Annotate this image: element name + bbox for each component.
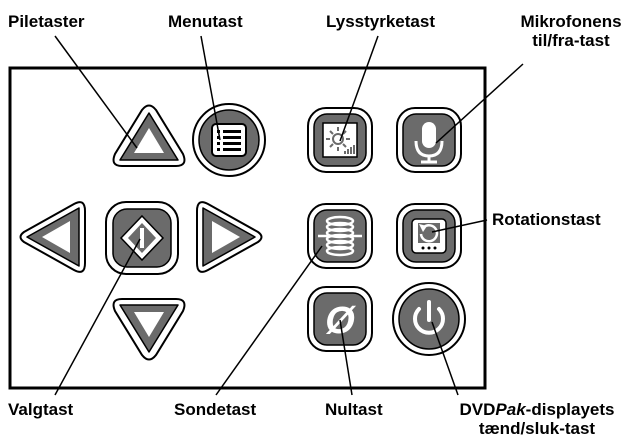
leader-nultast xyxy=(339,319,353,396)
coil-icon xyxy=(318,215,362,257)
label-mikrofonens-til-fra-tast: Mikrofonens til/fra-tast xyxy=(510,12,632,50)
menu-key[interactable] xyxy=(192,103,266,177)
label-nultast: Nultast xyxy=(325,400,383,419)
right-arrow-icon xyxy=(212,221,240,253)
microphone-icon xyxy=(414,122,444,164)
select-key[interactable] xyxy=(105,201,179,275)
down-arrow-key[interactable] xyxy=(112,298,186,361)
power-key[interactable] xyxy=(392,282,466,356)
zero-key[interactable]: Ø xyxy=(307,286,373,352)
select-diamond-icon xyxy=(119,214,165,262)
rotate-icon xyxy=(411,218,447,254)
label-dvd-suffix: -displayets xyxy=(525,400,615,419)
label-valgtast: Valgtast xyxy=(8,400,74,419)
menu-list-icon xyxy=(211,123,247,157)
label-sondetast: Sondetast xyxy=(174,400,257,419)
label-mikrofon-line2: til/fra-tast xyxy=(532,31,610,50)
leader-mikrofon xyxy=(435,63,524,144)
leader-sondetast xyxy=(215,245,323,396)
label-piletaster: Piletaster xyxy=(8,12,85,31)
left-arrow-key[interactable] xyxy=(19,201,86,273)
right-arrow-key[interactable] xyxy=(196,201,263,273)
leader-valgtast xyxy=(54,238,141,396)
rotation-key[interactable] xyxy=(396,203,462,269)
left-arrow-icon xyxy=(42,221,70,253)
up-arrow-icon xyxy=(134,128,164,153)
leader-menutast xyxy=(200,35,221,141)
label-lysstyrketast: Lysstyrketast xyxy=(326,12,435,31)
leader-rotationstast xyxy=(431,219,488,233)
leader-dvdpak xyxy=(431,321,459,396)
leader-lines xyxy=(54,35,524,396)
leader-piletaster xyxy=(54,35,138,149)
label-rotationstast: Rotationstast xyxy=(492,210,601,229)
up-arrow-key[interactable] xyxy=(112,104,186,167)
down-arrow-icon xyxy=(134,312,164,337)
signal-bars-icon xyxy=(344,145,355,154)
microphone-key[interactable] xyxy=(396,107,462,173)
label-mikrofon-line1: Mikrofonens xyxy=(520,12,622,31)
label-dvdpak-line1: DVDPak-displayets xyxy=(438,400,636,419)
label-pak-italic: Pak xyxy=(495,400,526,419)
power-icon xyxy=(413,300,445,335)
label-dvdpak-taend-sluk-tast: DVDPak-displayets tænd/sluk-tast xyxy=(438,400,636,438)
label-dvdpak-line2: tænd/sluk-tast xyxy=(478,419,596,438)
label-menutast: Menutast xyxy=(168,12,243,31)
label-dvd-prefix: DVD xyxy=(459,400,496,419)
sonde-key[interactable] xyxy=(307,203,373,269)
leader-lysstyrketast xyxy=(339,35,379,142)
